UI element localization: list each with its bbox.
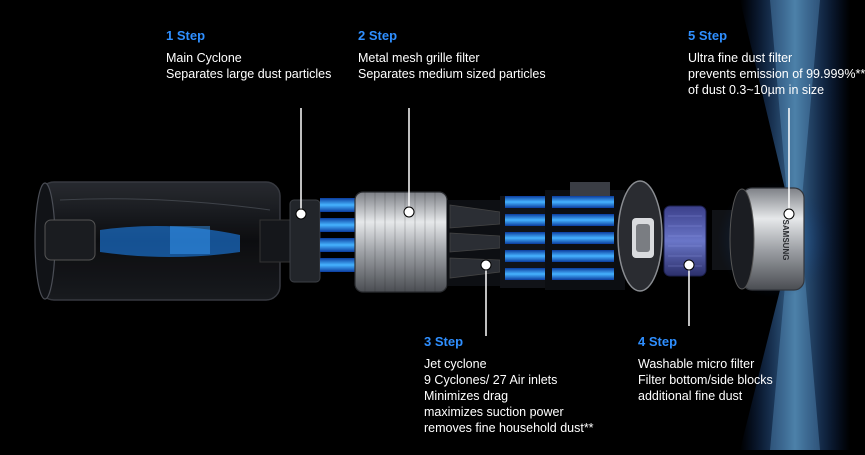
step-text-line: Ultra fine dust filter: [688, 51, 793, 65]
step-text-line: Jet cyclone: [424, 357, 487, 371]
step-text-line: Washable micro filter: [638, 357, 755, 371]
step-text-line: additional fine dust: [638, 389, 743, 403]
vacuum-exploded-illustration: SAMSUNG: [34, 0, 850, 450]
product-illustration-stage: SAMSUNG: [34, 0, 850, 450]
step-heading: 1 Step: [166, 28, 206, 43]
callout-step-1: 1 Step Main Cyclone Separates large dust…: [166, 28, 331, 82]
step-text-line: removes fine household dust**: [424, 421, 594, 435]
jet-cyclone-section: [447, 182, 625, 290]
step-text-line: Separates large dust particles: [166, 67, 332, 81]
callout-step-3: 3 Step Jet cyclone 9 Cyclones/ 27 Air in…: [424, 334, 594, 436]
ultra-fine-dust-filter: SAMSUNG: [712, 182, 833, 298]
dust-bin-cylinder: [34, 181, 281, 301]
step-text-line: Metal mesh grille filter: [358, 51, 480, 65]
airflow-bars-stage-1: [320, 198, 358, 272]
step-text-line: maximizes suction power: [424, 405, 564, 419]
brand-logo-text: SAMSUNG: [781, 220, 790, 261]
step-heading: 4 Step: [638, 334, 678, 349]
callout-step-5: 5 Step Ultra fine dust filter prevents e…: [688, 28, 865, 98]
step-text-line: Filter bottom/side blocks: [638, 373, 773, 387]
step-text-line: Minimizes drag: [424, 389, 509, 403]
main-cyclone-neck: [259, 199, 321, 283]
step-text-line: prevents emission of 99.999%**: [688, 67, 865, 81]
step-text-line: Separates medium sized particles: [358, 67, 546, 81]
step-text-line: 9 Cyclones/ 27 Air inlets: [424, 373, 558, 387]
callout-step-4: 4 Step Washable micro filter Filter bott…: [638, 334, 773, 404]
step-text-line: Main Cyclone: [166, 51, 242, 65]
step-text-line: of dust 0.3~10µm in size: [688, 83, 825, 97]
metal-mesh-grille-filter: [354, 191, 448, 293]
step-heading: 5 Step: [688, 28, 728, 43]
callout-step-2: 2 Step Metal mesh grille filter Separate…: [358, 28, 546, 82]
callout-leaders: [295, 108, 795, 336]
washable-micro-filter: [663, 205, 707, 277]
step-heading: 2 Step: [358, 28, 398, 43]
step-heading: 3 Step: [424, 334, 464, 349]
filter-housing: [617, 180, 663, 292]
